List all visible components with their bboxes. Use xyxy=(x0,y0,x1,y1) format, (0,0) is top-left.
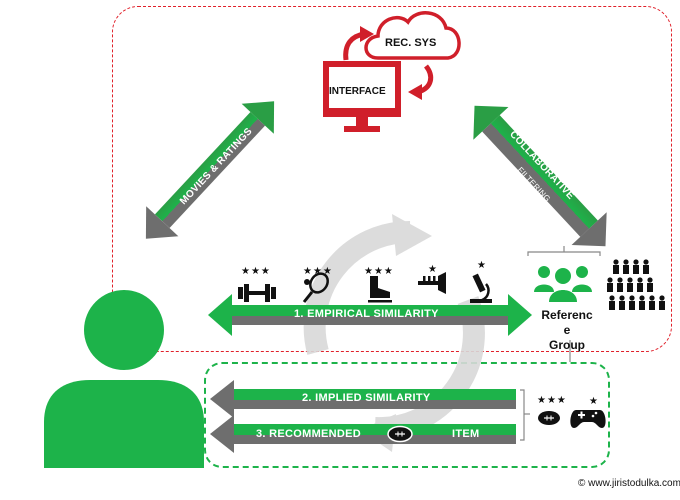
skate-stars: ★★★ xyxy=(364,266,394,277)
crowd-person-icon xyxy=(627,277,633,292)
crowd-person-icon xyxy=(633,259,639,274)
interface-label: INTERFACE xyxy=(329,86,386,97)
crowd-person-icon xyxy=(659,295,665,310)
recommendation-output-boundary xyxy=(204,362,610,468)
crowd-person-icon xyxy=(643,259,649,274)
reference-group-line3: Group xyxy=(549,338,585,352)
reference-group-label: Referenc e Group xyxy=(536,308,598,353)
crowd-person-icon xyxy=(623,259,629,274)
reference-group-line1: Referenc xyxy=(541,308,593,322)
copyright-text: © www.jiristodulka.com xyxy=(578,478,680,489)
recommended-label: 3. RECOMMENDED xyxy=(256,428,362,440)
recommended-item-arrow xyxy=(210,415,516,453)
football-icon xyxy=(538,411,560,425)
ice-skate-icon xyxy=(368,276,392,303)
microscope-stars: ★ xyxy=(477,260,487,271)
crowd-person-icon xyxy=(649,295,655,310)
crowd-person-icon xyxy=(637,277,643,292)
empirical-similarity-arrow xyxy=(208,294,532,336)
monitor-icon xyxy=(323,61,401,132)
trumpet-icon xyxy=(418,272,446,294)
crowd-icon xyxy=(607,259,665,310)
reference-group-line2: e xyxy=(563,323,571,337)
recommended-football-icon xyxy=(387,425,413,443)
crowd-person-icon xyxy=(647,277,653,292)
crowd-person-icon xyxy=(613,259,619,274)
implied-similarity-arrow xyxy=(210,380,516,418)
dumbbell-stars: ★★★ xyxy=(241,266,271,277)
tennis-racket-icon xyxy=(302,272,329,303)
sync-arrows-icon xyxy=(343,26,434,100)
movies-ratings-arrow xyxy=(145,101,275,239)
rec-sys-label: REC. SYS xyxy=(385,37,437,49)
football-stars: ★★★ xyxy=(537,395,567,406)
trumpet-stars: ★ xyxy=(428,264,438,275)
cycle-arrows-icon xyxy=(303,214,485,452)
implied-similarity-label: 2. IMPLIED SIMILARITY xyxy=(302,392,431,404)
crowd-person-icon xyxy=(607,277,613,292)
crowd-person-icon xyxy=(639,295,645,310)
gamepad-stars: ★ xyxy=(589,396,599,407)
empirical-similarity-label: 1. EMPIRICAL SIMILARITY xyxy=(294,308,439,320)
item-label: ITEM xyxy=(452,428,480,440)
cloud-icon xyxy=(364,11,461,60)
gamepad-icon xyxy=(570,410,606,428)
group-icon xyxy=(534,266,592,302)
collaborative-filtering-arrow xyxy=(473,105,607,247)
crowd-person-icon xyxy=(617,277,623,292)
crowd-person-icon xyxy=(609,295,615,310)
microscope-icon xyxy=(470,273,492,303)
crowd-person-icon xyxy=(629,295,635,310)
user-silhouette-icon xyxy=(44,290,204,468)
recommender-system-boundary xyxy=(112,6,672,352)
brace-right xyxy=(520,389,530,441)
tennis-stars: ★★★ xyxy=(303,266,333,277)
dumbbell-icon xyxy=(238,284,276,302)
brace-top xyxy=(527,246,601,256)
crowd-person-icon xyxy=(619,295,625,310)
